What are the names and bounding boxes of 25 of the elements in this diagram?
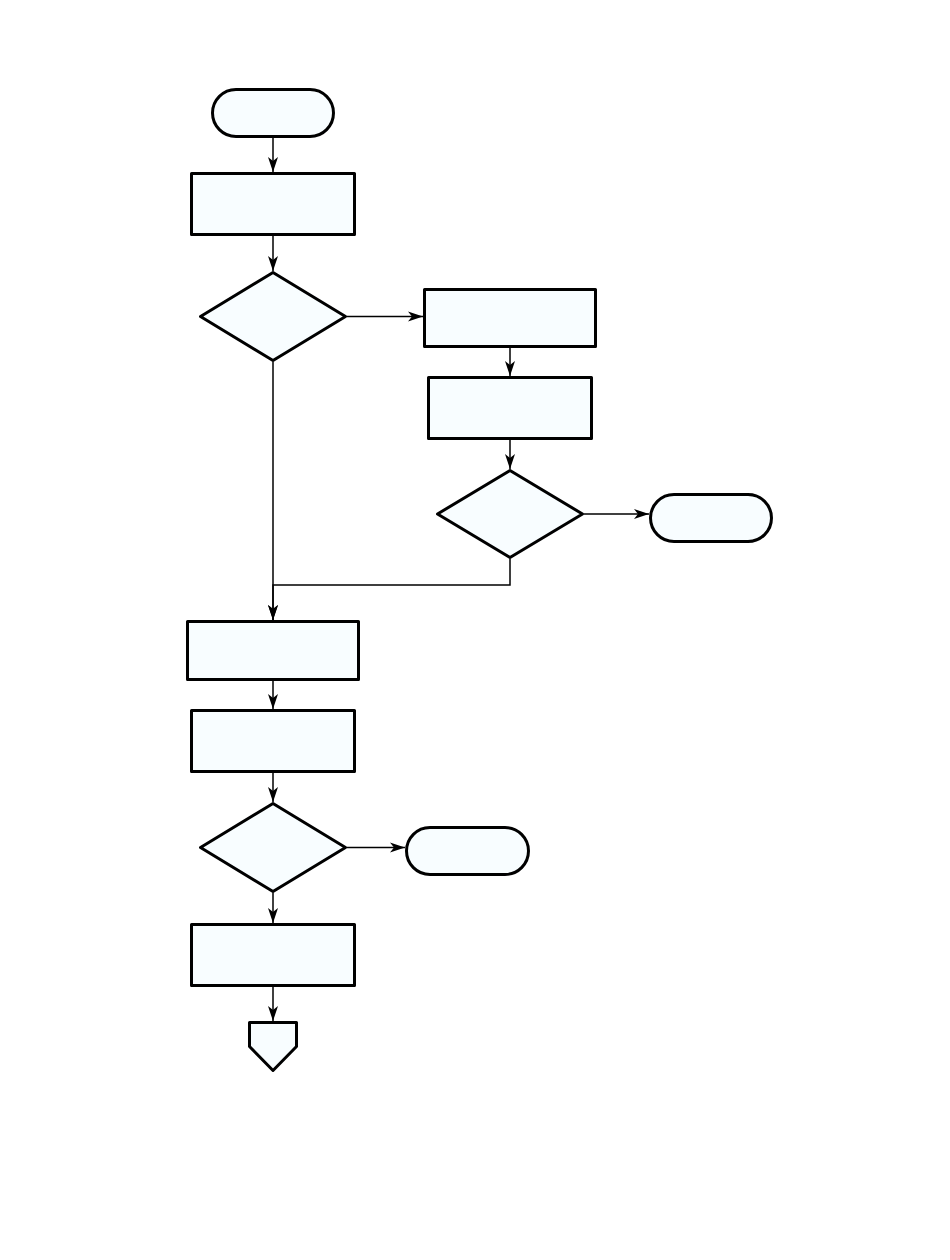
arrow [505,439,515,470]
arrow [268,772,278,803]
arrow [268,235,278,272]
arrow [268,986,278,1022]
process-box [190,709,356,773]
decision-diamond [436,469,584,559]
process-box [423,288,597,348]
arrow [268,680,278,710]
arrow [268,558,511,621]
arrow [346,311,424,322]
terminator-shape [211,88,335,138]
decision-diamond [199,802,347,893]
terminator-shape [649,493,773,543]
process-box [186,620,360,681]
process-box [427,376,593,440]
off-page-connector [248,1021,298,1072]
process-box [190,923,356,987]
arrow [268,137,278,173]
arrow [268,892,278,924]
terminator-shape [405,826,530,876]
arrow [346,842,406,853]
decision-diamond [199,271,347,362]
arrow [583,509,650,519]
arrow [505,347,515,377]
process-box [190,172,356,236]
